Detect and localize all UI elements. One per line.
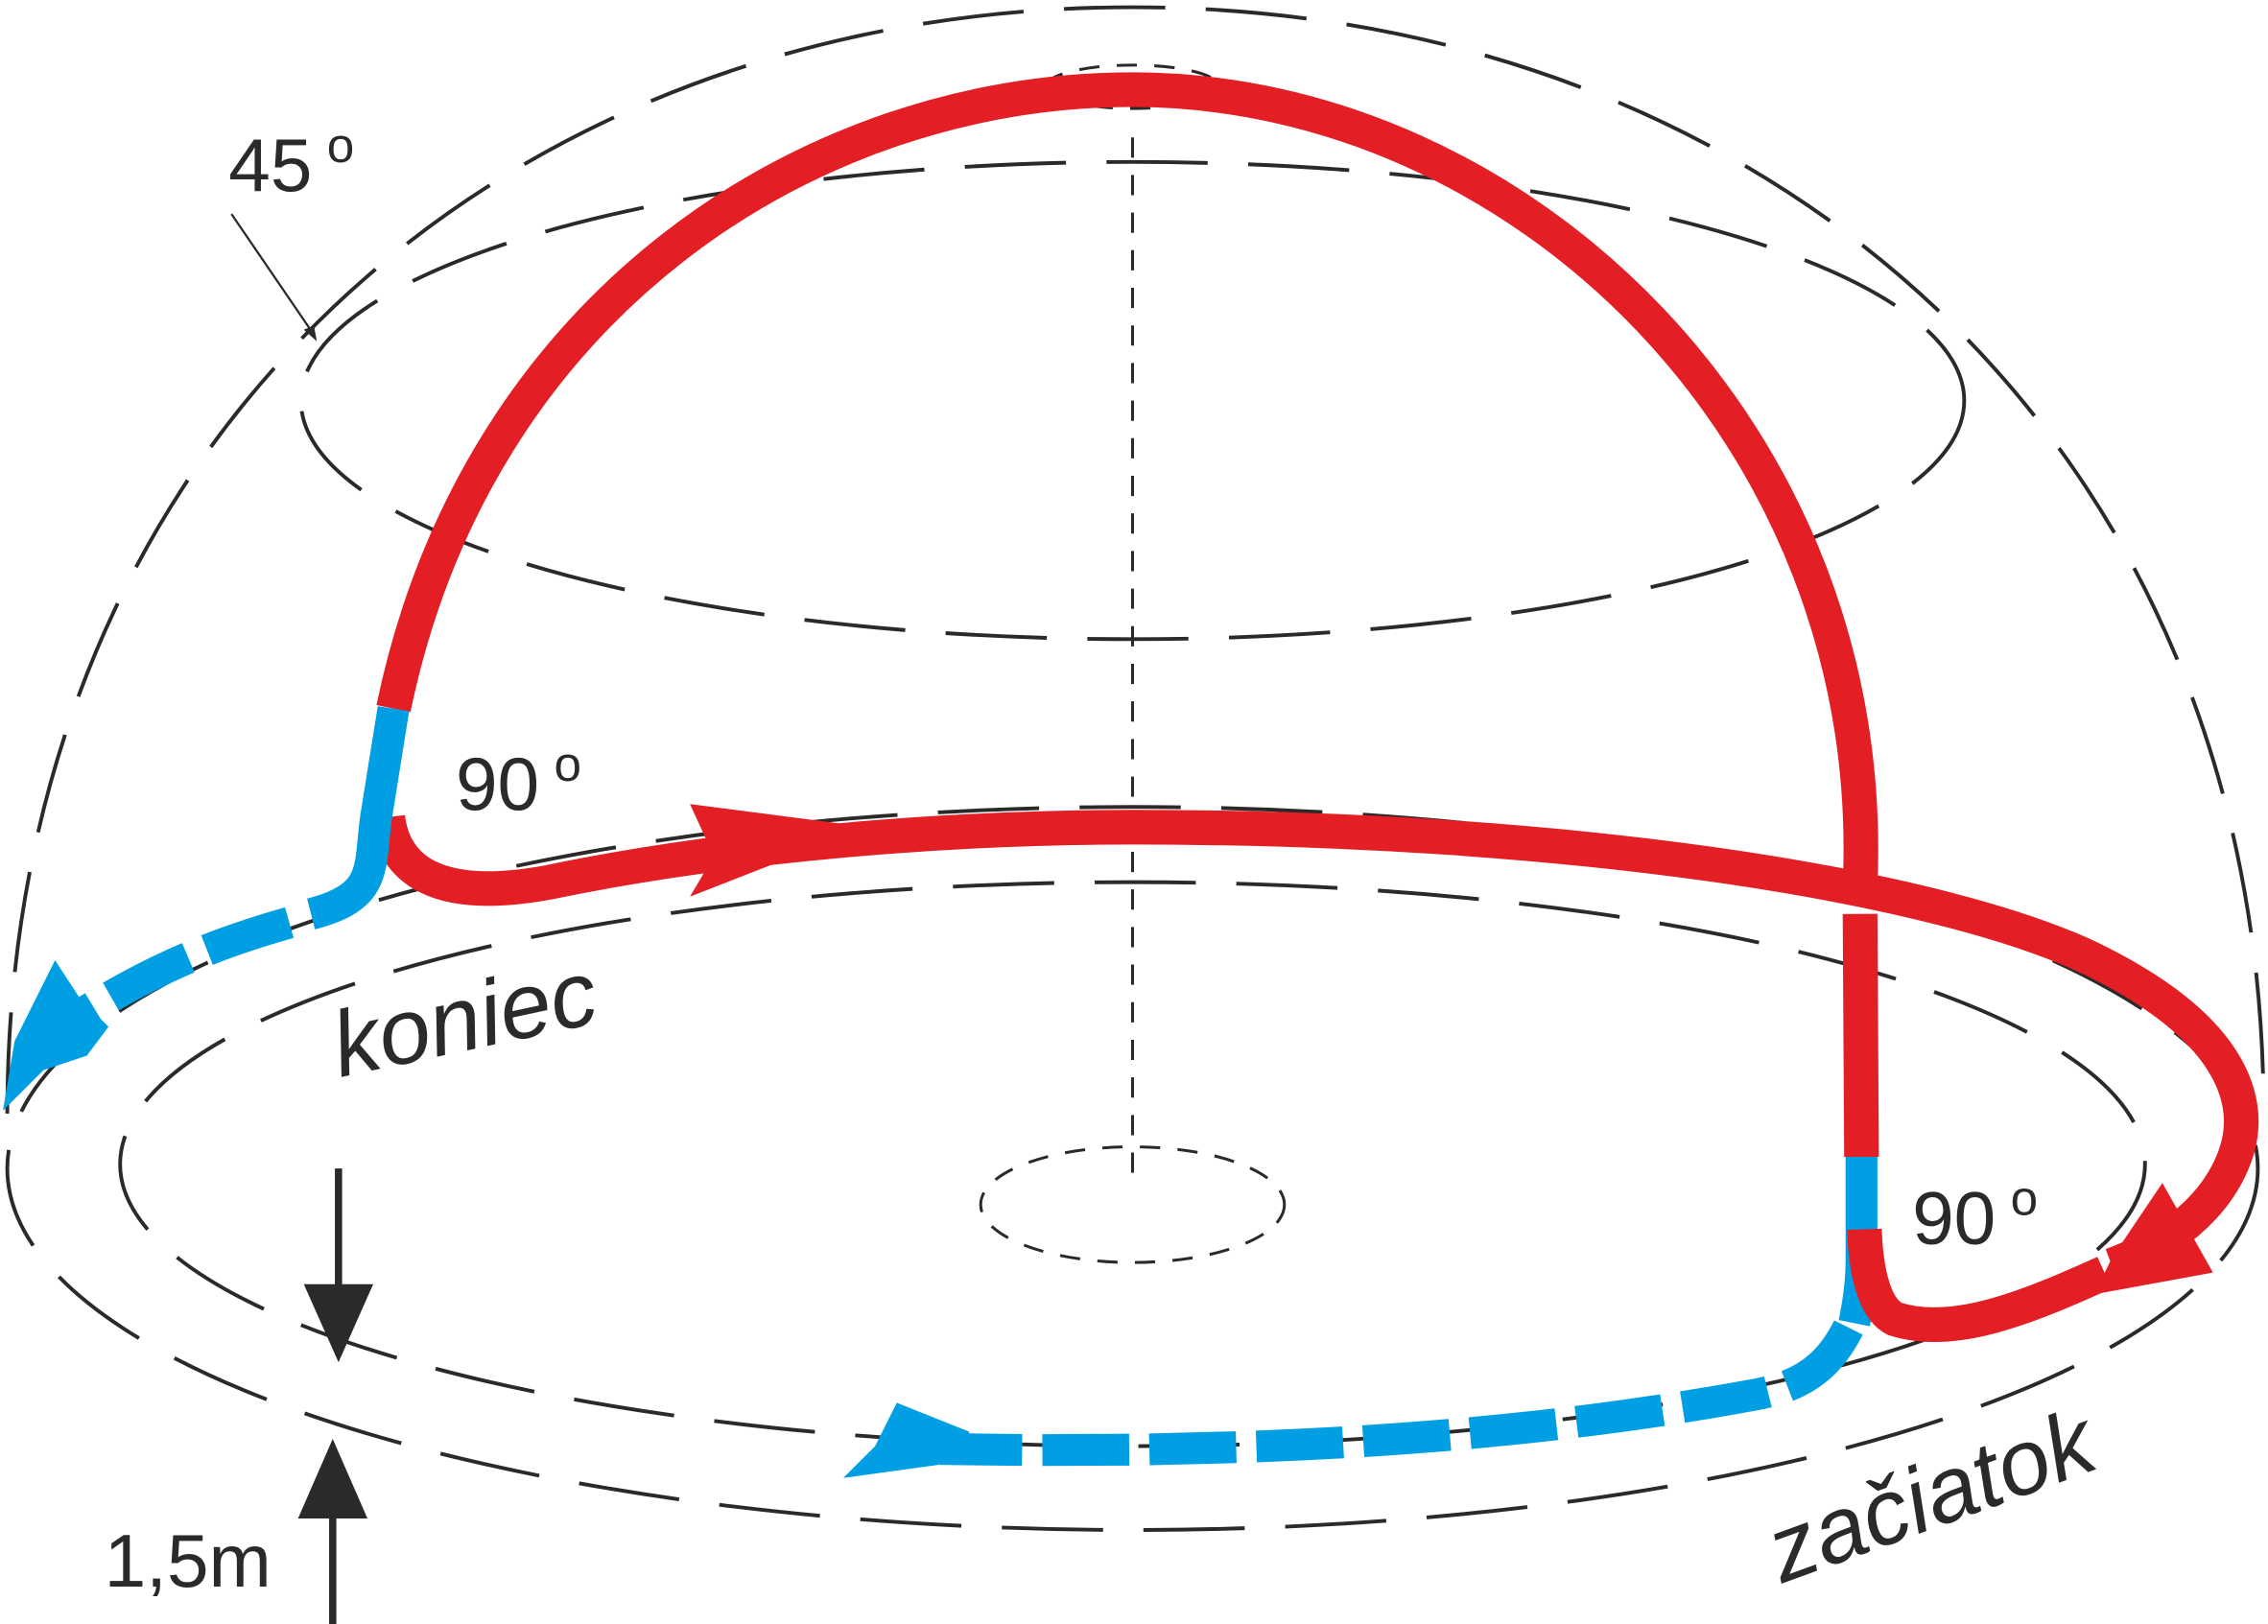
angle-label-90-left: 90: [456, 741, 539, 826]
blue-arrowhead-left: [3, 960, 109, 1111]
ellipse-equator-outer: [5, 805, 2260, 1532]
height-label: 1,5m: [105, 1518, 272, 1603]
angle-degree-45: o: [327, 118, 355, 173]
blue-path-left-leg: [306, 706, 410, 930]
dome-outline: [5, 5, 2266, 1114]
blue-arrowhead-bottom: [842, 1402, 970, 1478]
red-path-horizontal-loop: [370, 810, 2259, 1283]
ellipse-equator-inner: [118, 880, 2147, 1448]
start-label: začiatok: [1753, 1388, 2113, 1603]
height-arrow-top-head: [303, 1283, 374, 1363]
red-arrowhead-top: [690, 804, 868, 897]
ellipse-bottom-small: [979, 1144, 1287, 1264]
angle-label-90-right: 90: [1912, 1176, 1996, 1260]
end-label: koniec: [322, 941, 605, 1097]
angle-degree-90-right: o: [2011, 1170, 2039, 1225]
red-path-right-leg: [1842, 913, 1879, 1158]
red-path-dome: [376, 72, 1878, 886]
angle-label-45: 45: [228, 123, 312, 207]
height-arrow-bottom-head: [297, 1439, 367, 1518]
angle-pointer-arrowhead: [303, 325, 318, 341]
angle-pointer-line: [230, 213, 314, 334]
blue-path-bottom: [939, 1320, 1863, 1467]
red-path-right-return: [1847, 1228, 2113, 1343]
angle-degree-90-left: o: [554, 737, 581, 791]
red-arrowhead-right: [2094, 1183, 2213, 1295]
